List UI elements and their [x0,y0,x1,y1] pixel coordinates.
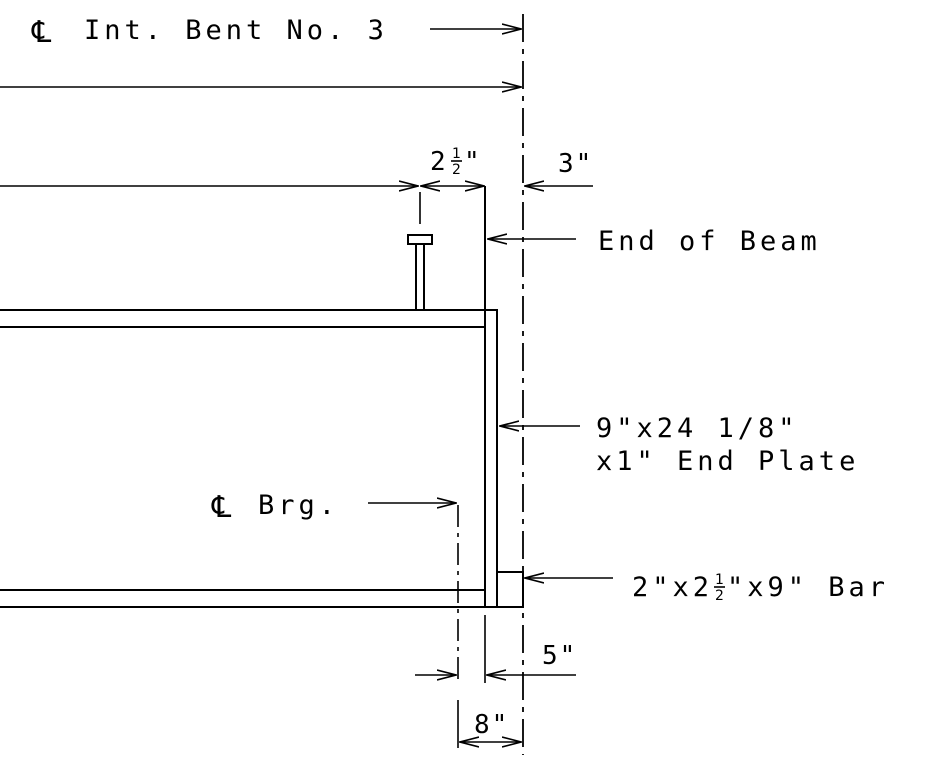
dim-2half-den: 2 [452,162,461,178]
end-of-beam-label: End of Beam [598,226,821,257]
bearing-label: Brg. [258,490,339,521]
dim-5-label: 5" [542,641,577,671]
bar-frac-den: 2 [715,588,724,604]
dim-2half-inch: " [464,147,482,177]
bar-label-post: "x9" Bar [727,572,889,603]
dim-8-label: 8" [474,710,509,740]
shear-stud-head [407,234,433,245]
bent-centerline-symbol: ℄ [31,15,51,50]
bearing-bar [496,571,524,608]
bent-label: Int. Bent No. 3 [84,15,388,46]
dim-2half-whole: 2 [430,147,448,177]
end-plate-label-line2: x1" End Plate [596,446,859,477]
shear-stud-shank [415,243,425,311]
dim-2half-num: 1 [452,146,461,162]
end-plate [484,309,498,608]
dim-3-label: 3" [558,149,593,179]
bearing-centerline-symbol: ℄ [211,490,231,525]
bar-label-pre: 2"x2 [632,572,713,603]
end-plate-label-line1: 9"x24 1/8" [596,413,799,444]
bar-frac-num: 1 [715,572,724,588]
